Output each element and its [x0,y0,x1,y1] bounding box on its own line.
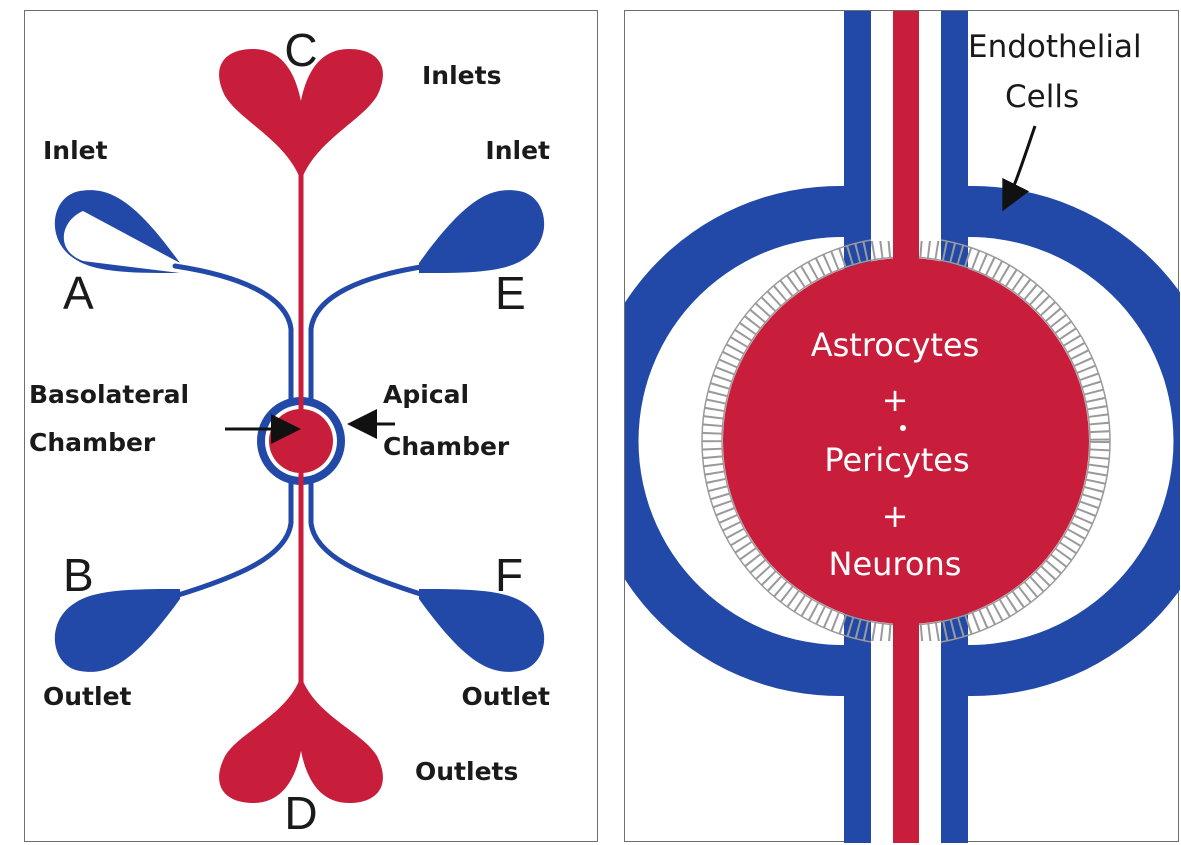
label-b: B [63,549,94,601]
label-inlets-top: Inlets [422,61,501,90]
inlet-c-right [301,49,383,181]
blue-ports [54,190,545,672]
outlet-d-left [219,676,301,803]
port-f [419,589,545,672]
label-d: D [284,787,317,839]
chamber-detail-panel: Astrocytes + Pericytes + Neurons Endothe… [624,10,1180,843]
channel-a [172,263,294,402]
channel-f [308,480,430,599]
basolateral-channel [893,11,919,843]
inlet-c-left [219,49,301,181]
endothelial-arrow [1002,125,1037,212]
label-endothelial: Endothelial [968,29,1142,65]
label-f: F [495,549,523,601]
label-a: A [63,267,94,319]
port-e [419,190,545,273]
channel-b [172,480,294,599]
port-b [54,589,180,672]
label-plus-2: + [882,497,909,535]
outlet-d-right [301,676,383,803]
label-neurons: Neurons [829,545,962,583]
label-inlet-left: Inlet [43,136,108,165]
chip-layout-panel: C Inlets Inlet Inlet A E Basolateral Cha… [24,10,598,842]
label-cells: Cells [1005,79,1079,115]
red-inlets [219,49,383,181]
label-apical-1: Apical [383,380,469,409]
label-outlet-left: Outlet [43,682,132,711]
port-a [54,190,180,273]
label-plus-1: + [882,381,909,419]
chip-layout-diagram: C Inlets Inlet Inlet A E Basolateral Cha… [29,24,551,839]
label-outlet-right: Outlet [462,682,551,711]
label-astrocytes: Astrocytes [811,326,980,364]
label-basolateral-1: Basolateral [29,380,189,409]
label-e: E [495,267,526,319]
label-basolateral-2: Chamber [29,428,156,457]
channel-e [308,263,430,402]
label-inlet-right: Inlet [485,136,550,165]
red-outlets [219,676,383,803]
label-c: C [284,24,317,76]
basolateral-chamber [269,409,333,473]
center-dot [900,425,906,431]
label-pericytes: Pericytes [824,441,969,479]
label-apical-2: Chamber [383,432,510,461]
apical-channels [172,263,430,599]
chamber-detail-diagram: Astrocytes + Pericytes + Neurons Endothe… [625,11,1180,843]
label-outlets-bottom: Outlets [415,757,518,786]
